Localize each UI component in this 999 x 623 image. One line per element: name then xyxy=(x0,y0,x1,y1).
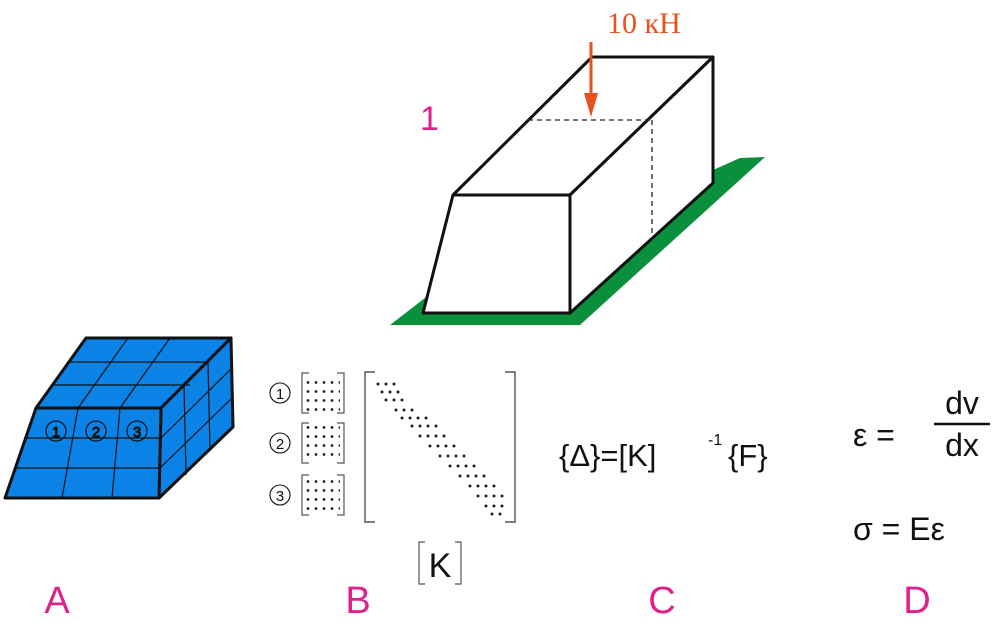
step-label-d: D xyxy=(903,580,930,622)
loaded-block-model: 10 кН 1 xyxy=(390,7,765,325)
solution-equation: {Δ}=[K] -1 {F} xyxy=(559,432,768,473)
element-2-marker xyxy=(85,420,107,442)
solution-lhs: {Δ}=[K] xyxy=(559,438,656,473)
element-matrix-label-1: 1 xyxy=(276,386,284,403)
step-label-a: A xyxy=(44,580,70,622)
solution-rhs: {F} xyxy=(728,438,768,473)
matrix-band-dots xyxy=(376,382,504,516)
element-matrix-row-3: 3 xyxy=(269,474,345,516)
load-label: 10 кН xyxy=(607,7,681,40)
part-number-label: 1 xyxy=(420,100,439,138)
global-matrix-caption: K xyxy=(418,541,462,585)
element-3-marker xyxy=(126,420,148,442)
block-front-face xyxy=(421,193,572,315)
strain-lhs: ε = xyxy=(853,417,895,453)
element-matrix-row-1: 1 xyxy=(269,372,345,414)
load-arrow xyxy=(584,42,598,117)
mesh-element-1: 1 xyxy=(52,424,60,441)
mesh-element-3: 3 xyxy=(133,424,141,441)
element-1-marker xyxy=(45,420,67,442)
mesh-grid-lines xyxy=(14,337,233,499)
stress-equation: σ = Eε xyxy=(853,511,945,547)
mesh-element-numbers xyxy=(45,420,148,442)
step-label-c: C xyxy=(648,580,675,622)
global-matrix-label: K xyxy=(429,547,452,585)
constitutive-equations: ε = dv dx σ = Eε xyxy=(853,385,990,547)
global-stiffness-matrix xyxy=(364,371,516,523)
meshed-block: 1 2 3 xyxy=(3,336,235,500)
mesh-element-2: 2 xyxy=(92,424,100,441)
strain-denominator: dx xyxy=(945,427,979,463)
element-matrix-row-2: 2 xyxy=(269,422,345,464)
strain-numerator: dv xyxy=(945,385,979,421)
element-matrix-label-3: 3 xyxy=(276,488,284,505)
element-matrix-label-2: 2 xyxy=(276,436,284,453)
step-label-b: B xyxy=(345,580,370,622)
step-labels: A B C D xyxy=(44,580,930,622)
solution-exponent: -1 xyxy=(708,432,722,449)
stiffness-assembly: 1 2 3 xyxy=(269,371,516,585)
